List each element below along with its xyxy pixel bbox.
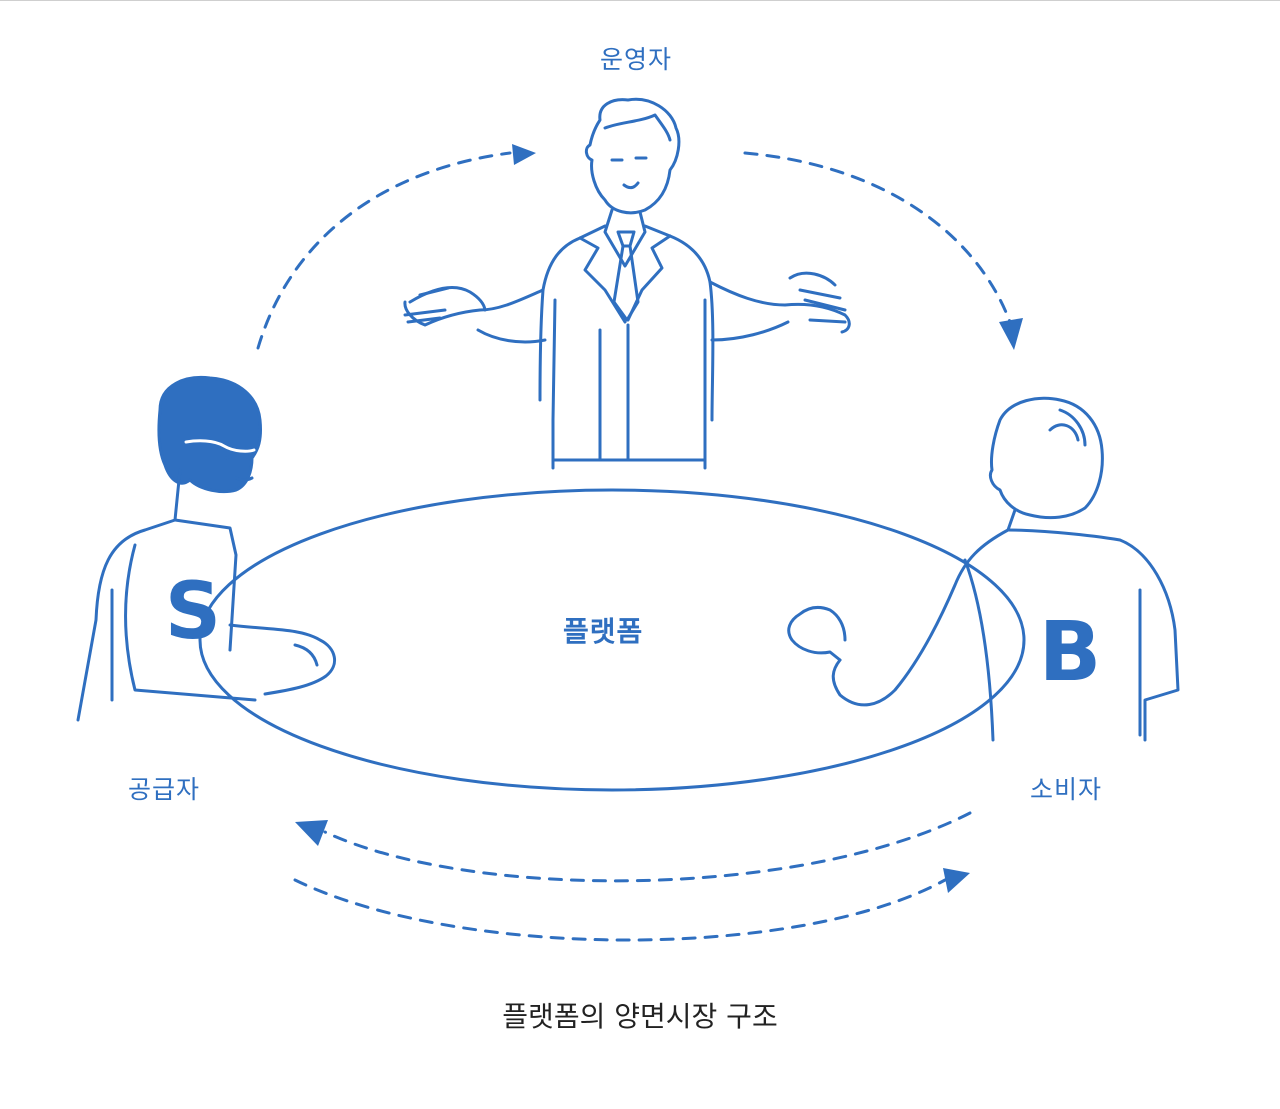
- consumer-figure-icon: [787, 396, 1180, 742]
- arrow-supplier-to-consumer-head: [943, 868, 970, 893]
- arrow-supplier-to-consumer: [293, 878, 947, 942]
- arrow-consumer-to-supplier: [323, 811, 972, 883]
- consumer-shirt-letter: B: [1039, 605, 1102, 700]
- supplier-figure-icon: [76, 375, 336, 722]
- operator-figure-icon: [403, 97, 851, 470]
- arrow-supplier-to-operator: [256, 151, 512, 350]
- arrow-operator-to-consumer: [743, 151, 1012, 324]
- diagram-caption: 플랫폼의 양면시장 구조: [502, 1000, 778, 1033]
- platform-table: [198, 488, 1026, 792]
- arrow-consumer-to-supplier-head: [295, 820, 328, 846]
- operator-label: 운영자: [600, 45, 673, 74]
- supplier-shirt-letter: S: [165, 567, 221, 657]
- supplier-label: 공급자: [128, 775, 201, 804]
- consumer-label: 소비자: [1030, 775, 1103, 804]
- platform-label: 플랫폼: [563, 615, 644, 648]
- arrow-supplier-to-operator-head: [512, 144, 536, 165]
- arrow-operator-to-consumer-head: [999, 318, 1023, 350]
- top-divider: [0, 0, 1280, 1]
